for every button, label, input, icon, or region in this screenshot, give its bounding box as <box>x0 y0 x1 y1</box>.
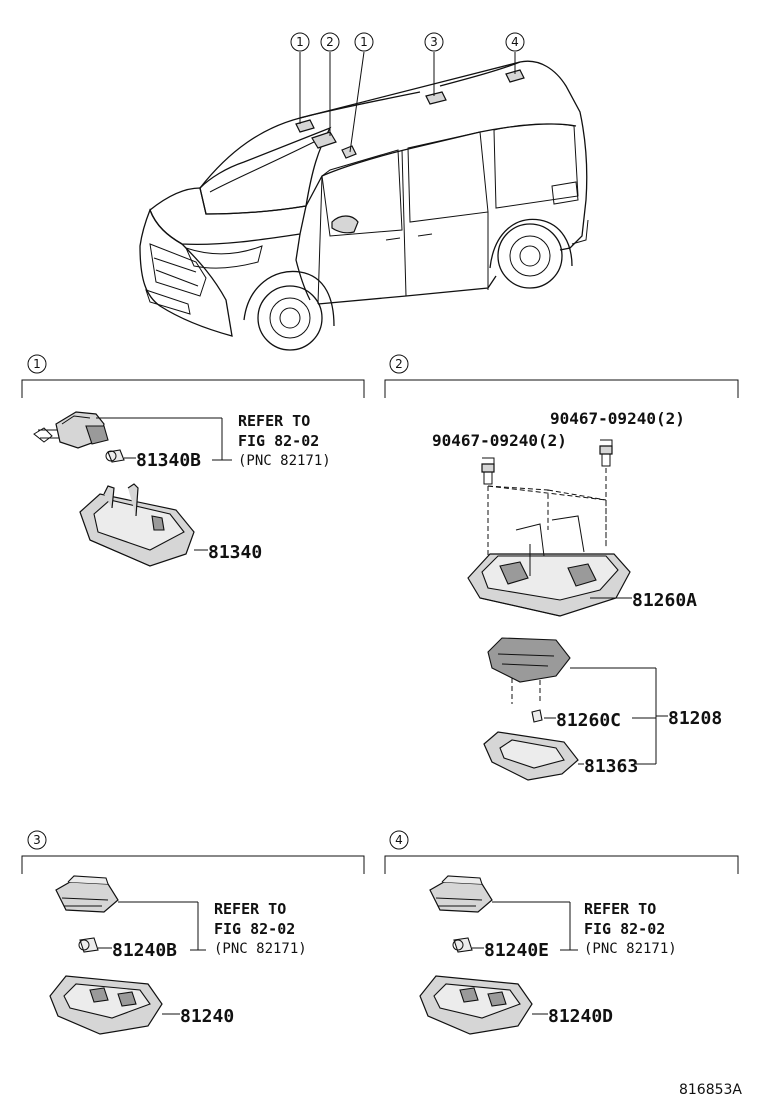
part-81340: 81340 <box>208 542 262 563</box>
part-81260C: 81260C <box>556 710 621 731</box>
van-callouts: 1 2 1 3 4 <box>290 32 525 52</box>
s1-refer-line2: FIG 82-02 <box>238 432 319 450</box>
section-2-label: 2 <box>395 357 403 371</box>
part-81340B: 81340B <box>136 450 201 471</box>
s3-refer-line3: (PNC 82171) <box>214 941 307 957</box>
callout-1a: 1 <box>296 35 304 49</box>
section-1: 1 REFER TO FIG 82-02 (PNC 82171) 81340B … <box>21 354 365 567</box>
callout-1b: 1 <box>360 35 368 49</box>
callout-4: 4 <box>511 35 519 49</box>
part-81208: 81208 <box>668 708 722 729</box>
part-81240B: 81240B <box>112 940 177 961</box>
section-1-label: 1 <box>33 357 41 371</box>
part-81260A: 81260A <box>632 590 697 611</box>
s3-refer-line2: FIG 82-02 <box>214 920 295 938</box>
s3-refer-line1: REFER TO <box>214 900 286 918</box>
section-4: 4 REFER TO FIG 82-02 (PNC 82171) 81240E … <box>384 830 739 1035</box>
section-2: 2 90467-09240(2) 90467-09240(2) <box>384 354 739 781</box>
section-3: 3 REFER TO FIG 82-02 (PNC 82171) 81240B … <box>21 830 365 1035</box>
s1-refer-line3: (PNC 82171) <box>238 453 331 469</box>
van-illustration <box>139 51 589 351</box>
part-81363: 81363 <box>584 756 638 777</box>
s4-refer-line3: (PNC 82171) <box>584 941 677 957</box>
bolt-left-label: 90467-09240(2) <box>432 431 567 450</box>
bolt-right <box>599 439 613 467</box>
part-81240E: 81240E <box>484 940 549 961</box>
callout-2: 2 <box>326 35 334 49</box>
section-3-label: 3 <box>33 833 41 847</box>
part-81240: 81240 <box>180 1006 234 1027</box>
figure-code: 816853A <box>679 1082 742 1098</box>
callout-3: 3 <box>430 35 438 49</box>
bolt-right-label: 90467-09240(2) <box>550 409 685 428</box>
s1-refer-line1: REFER TO <box>238 412 310 430</box>
s4-refer-line1: REFER TO <box>584 900 656 918</box>
bolt-left <box>481 457 495 485</box>
section-4-label: 4 <box>395 833 403 847</box>
s4-refer-line2: FIG 82-02 <box>584 920 665 938</box>
part-81240D: 81240D <box>548 1006 613 1027</box>
